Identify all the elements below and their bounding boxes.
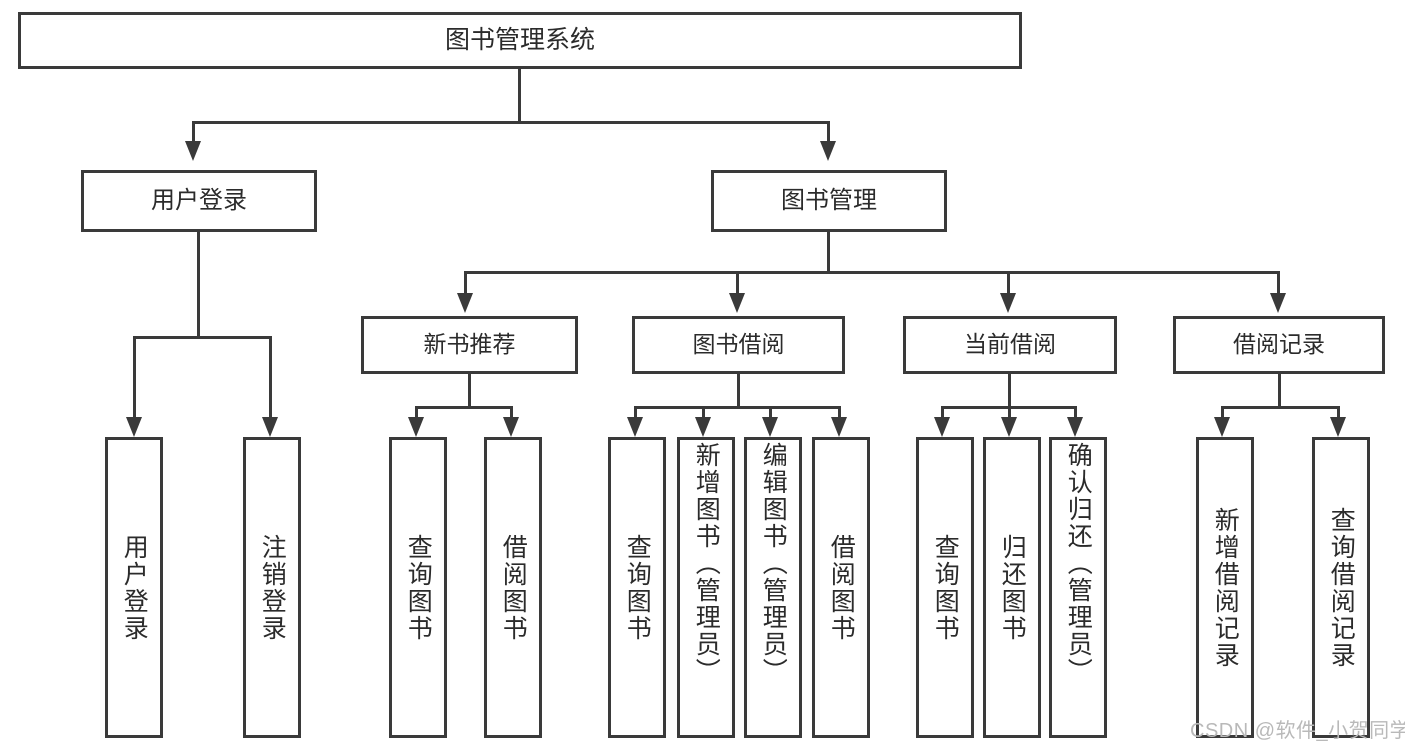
leaf-newbook-borrow-book[interactable]: 借阅图书 <box>484 437 542 738</box>
leaf-bookborrow-query-book[interactable]: 查询图书 <box>608 437 666 738</box>
node-label: 图书管理 <box>781 186 877 214</box>
connector-borrowrecord-bar <box>1221 406 1338 409</box>
node-label: 图书借阅 <box>692 331 785 358</box>
csdn-watermark: CSDN @软件_小贺同学 <box>1190 720 1405 742</box>
arrow-newbook-leaf-1 <box>408 417 424 437</box>
connector-bookborrow-bar <box>634 406 838 409</box>
connector-bookborrow-b4 <box>838 406 841 417</box>
arrow-bookborrow-leaf-3 <box>762 417 778 437</box>
arrow-root-to-login <box>185 141 201 161</box>
connector-bookmgmt-b4 <box>1277 271 1280 293</box>
node-label: 用户登录 <box>151 186 247 214</box>
leaf-label: 注销登录 <box>258 533 287 642</box>
arrow-currentborrow-leaf-3 <box>1067 417 1083 437</box>
arrow-root-to-bookmgmt <box>820 141 836 161</box>
leaf-label: 借阅图书 <box>499 533 528 642</box>
leaf-bookborrow-add-book-admin[interactable]: 新增图书（管理员） <box>677 437 735 738</box>
leaf-logout[interactable]: 注销登录 <box>243 437 301 738</box>
leaf-bookborrow-borrow-book[interactable]: 借阅图书 <box>812 437 870 738</box>
leaf-borrowrecord-query-record[interactable]: 查询借阅记录 <box>1312 437 1370 738</box>
node-label: 图书管理系统 <box>444 25 595 54</box>
connector-root-to-bookmgmt <box>827 121 830 141</box>
leaf-user-login[interactable]: 用户登录 <box>105 437 163 738</box>
arrow-bookborrow-leaf-1 <box>627 417 643 437</box>
connector-bookborrow-b1 <box>634 406 637 417</box>
arrow-bookborrow-leaf-2 <box>695 417 711 437</box>
connector-borrowrecord-l <box>1221 406 1224 417</box>
connector-login-stem <box>197 232 200 336</box>
arrow-currentborrow-leaf-2 <box>1001 417 1017 437</box>
node-borrow-record[interactable]: 借阅记录 <box>1173 316 1385 374</box>
arrow-bookborrow-leaf-4 <box>831 417 847 437</box>
node-label: 新书推荐 <box>423 331 516 358</box>
arrow-borrowrecord-leaf-1 <box>1214 417 1230 437</box>
node-label: 当前借阅 <box>964 331 1056 358</box>
leaf-newbook-query-book[interactable]: 查询图书 <box>389 437 447 738</box>
connector-login-left <box>133 336 136 417</box>
arrow-bookmgmt-to-new <box>457 293 473 313</box>
arrow-newbook-leaf-2 <box>503 417 519 437</box>
arrow-login-leaf-2 <box>262 417 278 437</box>
node-user-login[interactable]: 用户登录 <box>81 170 317 232</box>
connector-bookmgmt-b3 <box>1007 271 1010 293</box>
leaf-label: 查询借阅记录 <box>1327 506 1356 669</box>
connector-currentborrow-b1 <box>941 406 944 417</box>
arrow-bookmgmt-to-current <box>1000 293 1016 313</box>
connector-bookmgmt-bar <box>464 271 1280 274</box>
connector-login-right <box>269 336 272 417</box>
connector-bookmgmt-b1 <box>464 271 467 293</box>
node-new-book-recommend[interactable]: 新书推荐 <box>361 316 578 374</box>
connector-currentborrow-b3 <box>1074 406 1077 417</box>
leaf-currentborrow-confirm-return-admin[interactable]: 确认归还（管理员） <box>1049 437 1107 738</box>
leaf-borrowrecord-add-record[interactable]: 新增借阅记录 <box>1196 437 1254 738</box>
connector-login-bar <box>133 336 272 339</box>
connector-bookborrow-b2 <box>702 406 705 417</box>
connector-newbook-stem <box>468 374 471 406</box>
leaf-currentborrow-query-book[interactable]: 查询图书 <box>916 437 974 738</box>
connector-newbook-bar <box>415 406 513 409</box>
leaf-bookborrow-edit-book-admin[interactable]: 编辑图书（管理员） <box>744 437 802 738</box>
arrow-login-leaf-1 <box>126 417 142 437</box>
leaf-label: 查询图书 <box>404 533 433 642</box>
connector-bookborrow-b3 <box>769 406 772 417</box>
leaf-currentborrow-return-book[interactable]: 归还图书 <box>983 437 1041 738</box>
node-book-management[interactable]: 图书管理 <box>711 170 947 232</box>
arrow-bookmgmt-to-record <box>1270 293 1286 313</box>
leaf-label: 确认归还（管理员） <box>1064 442 1093 685</box>
connector-borrowrecord-r <box>1337 406 1340 417</box>
leaf-label: 新增图书（管理员） <box>692 442 721 685</box>
arrow-currentborrow-leaf-1 <box>934 417 950 437</box>
connector-currentborrow-b2 <box>1008 406 1011 417</box>
connector-root-bar <box>192 121 830 124</box>
node-label: 借阅记录 <box>1233 331 1325 358</box>
connector-newbook-r <box>510 406 513 417</box>
connector-borrowrecord-stem <box>1278 374 1281 406</box>
leaf-label: 查询图书 <box>931 533 960 642</box>
leaf-label: 借阅图书 <box>827 533 856 642</box>
node-current-borrow[interactable]: 当前借阅 <box>903 316 1117 374</box>
connector-root-to-login <box>192 121 195 141</box>
connector-bookmgmt-stem <box>827 232 830 271</box>
connector-currentborrow-stem <box>1008 374 1011 406</box>
leaf-label: 用户登录 <box>120 533 149 642</box>
leaf-label: 新增借阅记录 <box>1211 506 1240 669</box>
connector-bookborrow-stem <box>737 374 740 406</box>
leaf-label: 编辑图书（管理员） <box>759 442 788 685</box>
node-root-system[interactable]: 图书管理系统 <box>18 12 1022 69</box>
arrow-borrowrecord-leaf-2 <box>1330 417 1346 437</box>
node-book-borrow[interactable]: 图书借阅 <box>632 316 845 374</box>
connector-root-stem <box>518 69 521 121</box>
arrow-bookmgmt-to-borrow <box>729 293 745 313</box>
connector-newbook-l <box>415 406 418 417</box>
connector-bookmgmt-b2 <box>736 271 739 293</box>
leaf-label: 归还图书 <box>998 533 1027 642</box>
leaf-label: 查询图书 <box>623 533 652 642</box>
